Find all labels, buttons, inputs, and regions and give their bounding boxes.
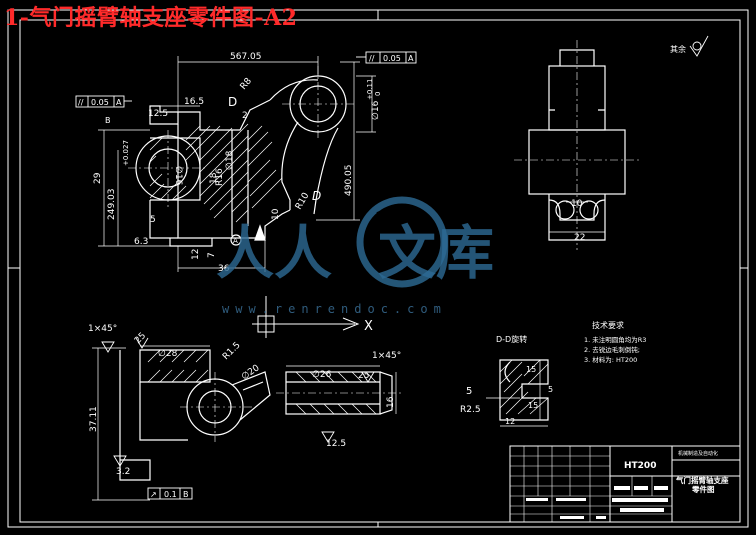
sec-dim-12: 12	[505, 417, 515, 426]
dim-7: 7	[207, 252, 217, 258]
dim-490: 490.05	[344, 165, 354, 197]
dimension-labels: 567.05 16.5 12.5 R8 2 ∅16 +0.11 0 490.05…	[88, 52, 585, 477]
drawing-frame	[7, 9, 749, 528]
tech-item-3: 3. 材料为: HT200	[584, 355, 637, 364]
tol1-val: 0.05	[91, 98, 109, 107]
dim-plus011: +0.11	[366, 79, 374, 100]
dim-dia16-top: ∅16	[371, 100, 381, 120]
dim-chamfer-1: 1×45°	[88, 324, 117, 334]
tol1-sym: //	[78, 98, 84, 107]
side-view	[514, 40, 640, 250]
dim-0027: +0.027	[122, 140, 130, 166]
dim-10: 10	[271, 208, 281, 220]
tech-item-1: 1. 未注明圆角均为R3	[584, 335, 646, 344]
dim-12-5: 12.5	[148, 109, 168, 119]
tol3-datum: B	[183, 490, 189, 499]
tolerance-frame-2	[356, 51, 417, 64]
tolerance-texts: // 0.05 A // 0.05 A ↗ 0.1 B	[78, 54, 414, 499]
tech-title: 技术要求	[592, 320, 624, 330]
tol3-val: 0.1	[164, 490, 177, 499]
dim-36: 36	[218, 264, 230, 274]
tol3-sym: ↗	[150, 490, 157, 499]
dim-r1-5: R1.5	[221, 340, 243, 362]
watermark-right: 文库	[378, 219, 495, 287]
tol2-val: 0.05	[383, 54, 401, 63]
page-title: 1-气门摇臂轴支座零件图-A2	[4, 5, 298, 31]
dim-10b: 10	[571, 199, 583, 209]
tech-item-2: 2. 去锐边毛刺倒钝;	[584, 345, 640, 354]
notes: 其余 D-D旋转 技术要求 1. 未注明圆角均为R3 2. 去锐边毛刺倒钝; 3…	[496, 44, 729, 494]
dim-249: 249.03	[107, 189, 117, 221]
view-label-x: X	[364, 319, 373, 334]
title-block	[509, 445, 741, 523]
section-title: D-D旋转	[496, 334, 527, 344]
dim-3-2: 3.2	[116, 467, 130, 477]
title-block-part-name-2: 零件图	[691, 484, 715, 494]
watermark-left: 人人	[216, 219, 333, 287]
rod-view	[276, 365, 402, 415]
watermark-url: www.renrendoc.com	[222, 302, 447, 316]
tolerance-frame-1	[75, 95, 132, 108]
watermark-logo	[356, 196, 448, 288]
dim-dia20: ∅20	[240, 363, 262, 382]
dim-22: 22	[574, 233, 585, 243]
dim-37-11: 37.11	[89, 406, 99, 432]
dim-12-5b: 12.5	[326, 439, 346, 449]
dim-25: 25	[133, 331, 148, 346]
dim-r8: R8	[239, 76, 255, 92]
dim-25b: 25	[358, 371, 369, 381]
dim-zero: 0	[374, 92, 382, 96]
dim-18: 18	[209, 172, 219, 184]
dim-12: 12	[191, 249, 201, 260]
bottom-view	[92, 345, 271, 501]
dim-567: 567.05	[230, 52, 262, 62]
dim-6-3: 6.3	[134, 237, 148, 247]
sec-dim-15a: 15	[526, 365, 536, 374]
title-block-material: HT200	[624, 461, 656, 471]
tol1-datum: A	[116, 98, 122, 107]
dim-dia16-left: ∅16	[173, 166, 183, 186]
title-block-part-name-1: 气门摇臂轴支座	[675, 475, 729, 485]
datum-label-a: A	[233, 237, 238, 245]
sec-dim-5: 5	[466, 386, 472, 397]
dim-dia28: ∅28	[158, 349, 178, 359]
dim-dia26: ∅26	[312, 370, 332, 380]
dim-chamfer-2: 1×45°	[372, 351, 401, 361]
dim-29: 29	[93, 172, 103, 184]
dim-5: 5	[150, 215, 156, 225]
section-dd	[486, 359, 549, 427]
dim-16b: 16	[386, 396, 396, 408]
view-label-d2: D	[312, 189, 321, 203]
dim-2: 2	[242, 111, 248, 121]
title-block-school: 机械制造及自动化	[678, 450, 718, 457]
tol2-datum: A	[408, 54, 414, 63]
tol2-sym: //	[369, 54, 375, 63]
tolerance-frame-3	[147, 487, 193, 500]
view-direction-symbol	[252, 296, 360, 338]
datum-label-b: B	[105, 116, 111, 125]
dim-16-5: 16.5	[184, 97, 204, 107]
roughness-symbols	[101, 35, 709, 467]
dim-r16: R16	[215, 168, 225, 186]
sec-dim-r2-5: R2.5	[460, 405, 481, 415]
roughness-note: 其余	[670, 44, 686, 54]
view-label-d: D	[228, 95, 237, 109]
front-view	[98, 56, 376, 272]
dim-dia18: ∅18	[225, 150, 235, 170]
sec-dim-15b: 15	[528, 401, 538, 410]
sec-dim-5b: 5	[548, 385, 553, 394]
